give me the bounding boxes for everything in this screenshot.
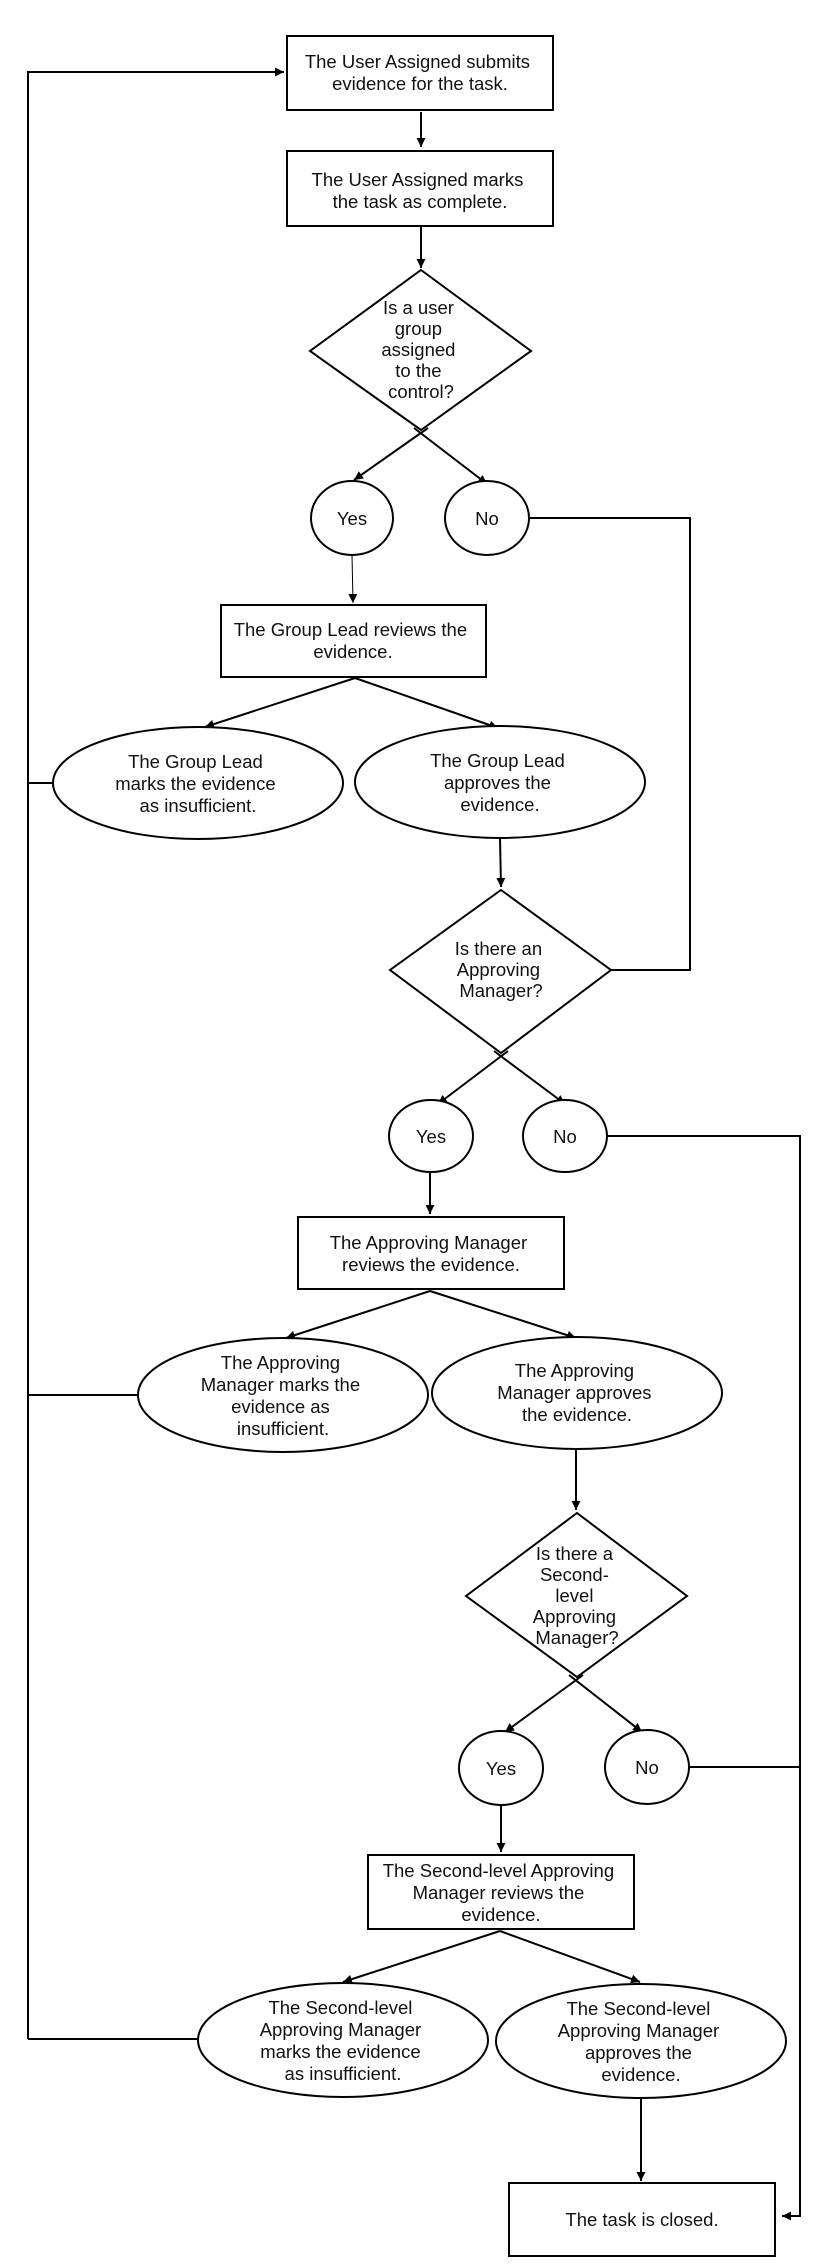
node-second-level-reviews-label: The Second-level Approving Manager revie… xyxy=(383,1860,620,1925)
node-submit-evidence: The User Assigned submits evidence for t… xyxy=(286,35,554,111)
node-group-lead-insufficient: The Group Lead marks the evidence as ins… xyxy=(52,726,344,840)
node-second-level-approves-label: The Second-level Approving Manager appro… xyxy=(558,1998,725,2085)
node-second-level-insufficient-label: The Second-level Approving Manager marks… xyxy=(260,1997,427,2084)
answer-yes-second-level: Yes xyxy=(458,1730,544,1806)
node-second-level-reviews: The Second-level Approving Manager revie… xyxy=(367,1854,635,1930)
decision-approving-manager: Is there an Approving Manager? xyxy=(388,888,613,1055)
decision-approving-manager-label: Is there an Approving Manager? xyxy=(455,938,548,1001)
answer-yes-second-level-label: Yes xyxy=(486,1758,516,1779)
edge-group-lead-approve-to-approving-manager-question xyxy=(496,837,506,888)
edge-second-level-review-to-approve xyxy=(499,1930,641,1984)
edge-second-level-review-to-insufficient xyxy=(342,1930,501,1984)
node-group-lead-approves: The Group Lead approves the evidence. xyxy=(354,725,646,839)
node-approving-manager-approves: The Approving Manager approves the evide… xyxy=(431,1336,723,1450)
node-task-closed-label: The task is closed. xyxy=(565,2209,718,2230)
decision-second-level-approving-manager: Is there a Second- level Approving Manag… xyxy=(464,1511,689,1679)
node-submit-evidence-label: The User Assigned submits evidence for t… xyxy=(305,51,535,94)
answer-no-approving-manager: No xyxy=(522,1099,608,1173)
node-group-lead-approves-label: The Group Lead approves the evidence. xyxy=(430,750,570,815)
node-approving-manager-reviews: The Approving Manager reviews the eviden… xyxy=(297,1216,565,1290)
answer-no-second-level: No xyxy=(604,1729,690,1805)
node-task-closed: The task is closed. xyxy=(508,2182,776,2257)
edge-group-question-to-yes xyxy=(353,427,429,481)
answer-yes-approving-manager-label: Yes xyxy=(416,1126,446,1147)
edge-second-level-question-to-yes xyxy=(504,1674,584,1733)
edge-second-level-question-to-no xyxy=(568,1674,643,1733)
edge-approving-manager-review-to-approve xyxy=(429,1290,577,1340)
answer-yes-approving-manager: Yes xyxy=(388,1099,474,1173)
decision-second-level-approving-manager-label: Is there a Second- level Approving Manag… xyxy=(533,1543,621,1648)
edge-approving-manager-question-to-no xyxy=(493,1050,566,1105)
node-approving-manager-insufficient-label: The Approving Manager marks the evidence… xyxy=(201,1352,366,1439)
edge-group-lead-review-to-insufficient xyxy=(204,677,356,729)
answer-no-approving-manager-label: No xyxy=(553,1126,577,1147)
node-second-level-insufficient: The Second-level Approving Manager marks… xyxy=(197,1982,489,2098)
edge-approving-manager-question-to-yes xyxy=(437,1050,509,1105)
node-group-lead-reviews: The Group Lead reviews the evidence. xyxy=(220,604,487,678)
node-mark-complete-label: The User Assigned marks the task as comp… xyxy=(312,169,529,212)
edge-yes-to-group-lead-review xyxy=(348,554,358,604)
decision-user-group-assigned: Is a user group assigned to the control? xyxy=(308,268,533,432)
node-mark-complete: The User Assigned marks the task as comp… xyxy=(286,150,554,227)
answer-no-user-group: No xyxy=(444,480,530,556)
node-group-lead-insufficient-label: The Group Lead marks the evidence as ins… xyxy=(115,751,281,816)
answer-no-user-group-label: No xyxy=(475,508,499,529)
edge-group-lead-review-to-approve xyxy=(354,677,499,730)
node-second-level-approves: The Second-level Approving Manager appro… xyxy=(495,1983,787,2099)
node-approving-manager-insufficient: The Approving Manager marks the evidence… xyxy=(137,1337,429,1453)
answer-yes-user-group: Yes xyxy=(310,480,394,556)
node-approving-manager-approves-label: The Approving Manager approves the evide… xyxy=(497,1360,656,1425)
edge-no-to-task-closed xyxy=(606,1135,801,2221)
edge-no-to-approving-manager-question xyxy=(530,517,691,971)
answer-yes-user-group-label: Yes xyxy=(337,508,367,529)
node-group-lead-reviews-label: The Group Lead reviews the evidence. xyxy=(234,619,473,662)
answer-no-second-level-label: No xyxy=(635,1757,659,1778)
decision-user-group-assigned-label: Is a user group assigned to the control? xyxy=(381,297,460,402)
edge-insufficient-loop-back-to-submit xyxy=(27,67,284,2039)
edges xyxy=(27,67,801,2221)
edge-approving-manager-review-to-insufficient xyxy=(285,1290,431,1340)
edge-group-question-to-no xyxy=(413,427,488,485)
node-approving-manager-reviews-label: The Approving Manager reviews the eviden… xyxy=(330,1232,533,1275)
